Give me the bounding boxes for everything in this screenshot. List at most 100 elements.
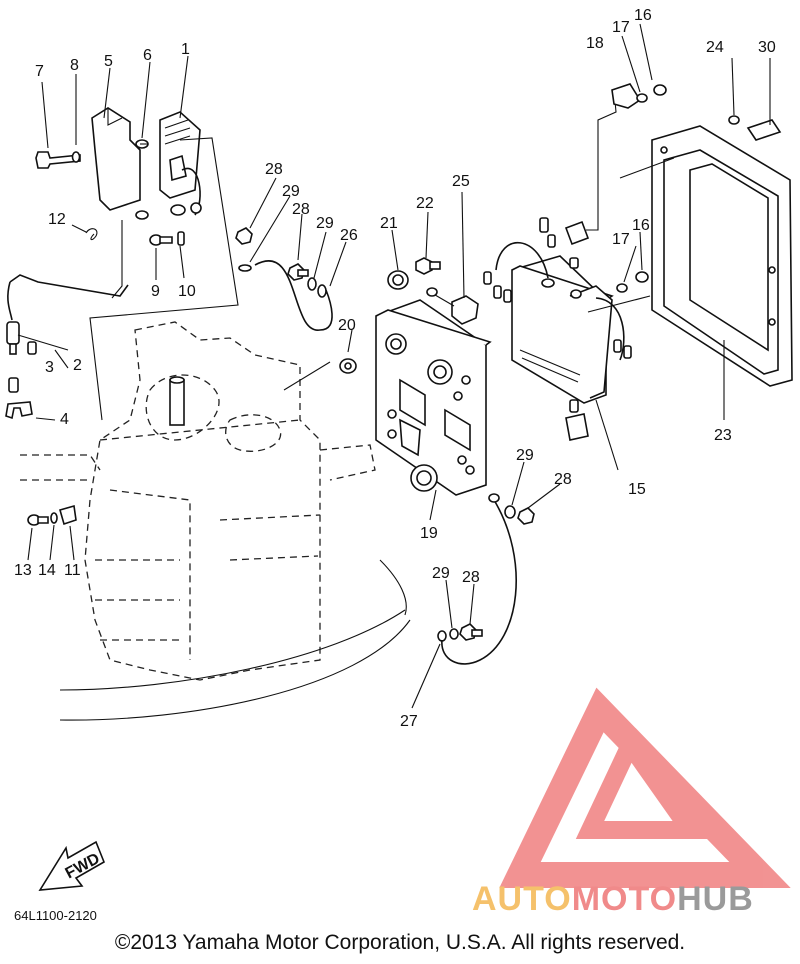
- callout-6: 6: [143, 47, 152, 64]
- callout-25: 25: [452, 173, 470, 190]
- washer-part-29d: [449, 628, 459, 640]
- leader-24: [731, 57, 735, 116]
- callout-29-b: 29: [316, 215, 334, 232]
- callout-2: 2: [73, 357, 82, 374]
- screw-part-16b: [635, 271, 649, 283]
- callout-5: 5: [104, 53, 113, 70]
- callout-16-mid: 16: [632, 217, 650, 234]
- label-part-30: [746, 119, 782, 141]
- clamp-part-4: [5, 401, 33, 420]
- callout-16-top: 16: [634, 7, 652, 24]
- bolt-part-22: [415, 257, 441, 275]
- ignition-coil: [159, 111, 201, 216]
- washer-part-3: [27, 341, 37, 355]
- watermark-text: AUTOMOTOHUB: [472, 880, 754, 919]
- mounting-plate: [375, 299, 492, 496]
- screw-part-24: [728, 115, 740, 125]
- part-code: 64L1100-2120: [14, 908, 97, 923]
- leader-20: [283, 329, 353, 391]
- callout-29-c: 29: [516, 447, 534, 464]
- callout-18: 18: [586, 35, 604, 52]
- pin-part-6: [135, 139, 149, 149]
- coil-plug-leads: [135, 202, 202, 220]
- washer-part-29b: [307, 277, 317, 291]
- callout-10: 10: [178, 283, 196, 300]
- screw-part-28c: [517, 507, 535, 525]
- engine-block-outline: [20, 321, 376, 681]
- grommet-part-20: [339, 358, 357, 374]
- washer-part-17b: [616, 283, 628, 293]
- washer-part-17a: [636, 93, 648, 103]
- callout-23: 23: [714, 427, 732, 444]
- coil-wire: [9, 274, 129, 297]
- callout-4: 4: [60, 411, 69, 428]
- electrical-cover: [651, 125, 793, 387]
- washer-near-19: [488, 493, 500, 503]
- flywheel-shaft: [169, 376, 185, 426]
- callout-29-a: 29: [282, 183, 300, 200]
- ignition-bracket: [91, 107, 141, 211]
- callout-24: 24: [706, 39, 724, 56]
- callout-3: 3: [45, 359, 54, 376]
- callout-19: 19: [420, 525, 438, 542]
- callout-1: 1: [181, 41, 190, 58]
- washer-part-26: [317, 284, 327, 298]
- bolt-part-28b: [287, 263, 309, 281]
- stop-switch-bolt: [35, 151, 81, 169]
- callout-28-c: 28: [554, 471, 572, 488]
- cdi-unit: [495, 242, 625, 404]
- callout-26: 26: [340, 227, 358, 244]
- callout-20: 20: [338, 317, 356, 334]
- callout-7: 7: [35, 63, 44, 80]
- callout-27: 27: [400, 713, 418, 730]
- callout-8: 8: [70, 57, 79, 74]
- washer-part-29c: [504, 505, 516, 519]
- screw-part-28d: [459, 623, 483, 641]
- copyright: ©2013 Yamaha Motor Corporation, U.S.A. A…: [114, 931, 686, 954]
- watermark-moto: MOTO: [571, 880, 678, 918]
- bracket-outline-line: [89, 137, 239, 421]
- callout-29-d: 29: [432, 565, 450, 582]
- collar-part-10: [177, 231, 185, 246]
- callout-28-b: 28: [292, 201, 310, 218]
- ground-wire-loop: [254, 260, 333, 331]
- callout-labels: 1 2 3 4 5 6 7 8 9 10 11 12 13 14 15 16 1…: [14, 7, 776, 730]
- screw-part-16a: [653, 84, 667, 96]
- callout-17-mid: 17: [612, 231, 630, 248]
- callout-15: 15: [628, 481, 646, 498]
- fuse-part-2: [8, 377, 19, 393]
- terminal-part-27: [437, 630, 447, 642]
- callout-14: 14: [38, 562, 56, 579]
- grommet-part-21: [387, 270, 409, 290]
- washer-part-29a: [238, 264, 252, 272]
- leader-18: [586, 89, 617, 231]
- nut-part-28a: [235, 227, 253, 245]
- spark-plug-cap: [6, 281, 20, 355]
- bolt-part-13: [27, 514, 49, 526]
- callout-30: 30: [758, 39, 776, 56]
- fwd-arrow: FWD: [38, 840, 106, 891]
- bracket-part-18: [611, 83, 642, 109]
- washer-part-14: [50, 512, 58, 524]
- callout-28-d: 28: [462, 569, 480, 586]
- callout-22: 22: [416, 195, 434, 212]
- leader-lines: [27, 23, 653, 709]
- callout-13: 13: [14, 562, 32, 579]
- cover-guide-line: [587, 157, 675, 313]
- callout-21: 21: [380, 215, 398, 232]
- ground-wire-27: [441, 499, 517, 665]
- callout-11: 11: [64, 562, 81, 579]
- bolt-part-9: [149, 234, 173, 246]
- watermark-auto: AUTO: [472, 880, 572, 918]
- watermark-hub: HUB: [677, 880, 754, 918]
- bracket-part-11: [59, 504, 77, 526]
- watermark-logo: [499, 687, 791, 888]
- callout-28-a: 28: [265, 161, 283, 178]
- callout-12: 12: [48, 211, 66, 228]
- cowling-base: [59, 559, 411, 721]
- clamp-leader: [17, 334, 69, 369]
- ground-terminal-12: [85, 228, 98, 241]
- callout-9: 9: [151, 283, 160, 300]
- relay-part-25: [426, 287, 479, 325]
